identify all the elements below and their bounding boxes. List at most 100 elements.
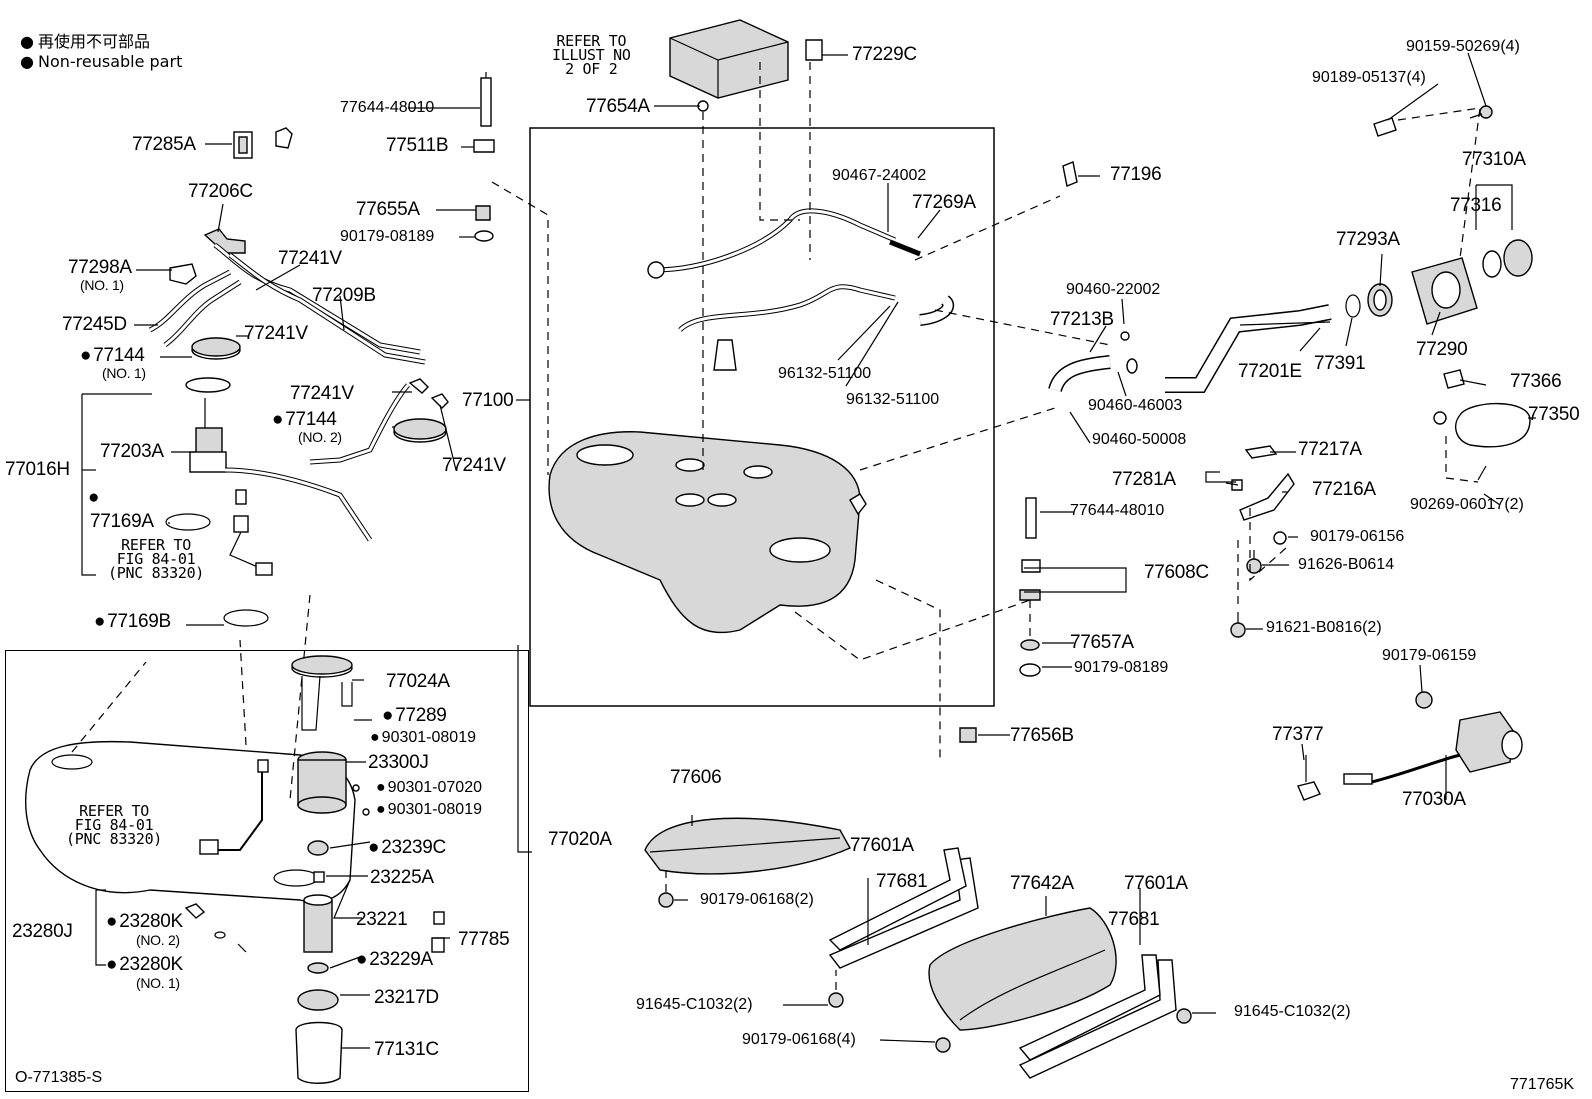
part-label[interactable]: 23239C	[368, 838, 446, 857]
part-label[interactable]: 90179-08189	[1074, 659, 1169, 676]
part-label[interactable]: 77290	[1416, 339, 1468, 360]
fuel-tank-77100-part	[548, 431, 861, 634]
part-label[interactable]: 77644-48010	[1070, 502, 1165, 519]
insulator-77642a-part	[928, 907, 1117, 1031]
part-label[interactable]: 77391	[1314, 353, 1366, 374]
ring-77016h-part	[185, 377, 231, 393]
legend-en: Non-reusable part	[20, 52, 182, 71]
part-label[interactable]: 96132-51100	[778, 365, 872, 382]
part-label[interactable]: 77601A	[850, 835, 914, 856]
part-label[interactable]: 77642A	[1010, 873, 1074, 894]
part-label[interactable]: 90179-06168(2)	[700, 891, 814, 908]
part-label[interactable]: 77196	[1110, 164, 1162, 185]
part-label[interactable]: 77285A	[132, 134, 196, 155]
part-sublabel: (NO. 1)	[80, 277, 124, 293]
part-label[interactable]: 77269A	[912, 192, 976, 213]
part-label[interactable]: 77201E	[1238, 361, 1302, 382]
part-label[interactable]: 23280J	[12, 921, 73, 942]
part-label[interactable]: 77644-48010	[340, 99, 435, 116]
part-label[interactable]: 77169A	[90, 511, 154, 532]
part-label[interactable]: 90301-08019	[376, 802, 482, 818]
part-label[interactable]: 90179-08189	[340, 228, 435, 245]
part-label[interactable]: 77203A	[100, 441, 164, 462]
part-label[interactable]: 77657A	[1070, 632, 1134, 653]
part-label[interactable]: 23221	[356, 909, 408, 930]
part-label[interactable]: 77206C	[188, 181, 253, 202]
part-label[interactable]: 77366	[1510, 371, 1562, 392]
part-label[interactable]: 77681	[876, 871, 928, 892]
part-label[interactable]: 77785	[458, 929, 510, 950]
canister-part	[669, 19, 789, 99]
part-label[interactable]: 91626-B0614	[1298, 556, 1395, 573]
fuel-pump-23221-part	[303, 899, 333, 953]
part-label[interactable]: 77606	[670, 767, 722, 788]
part-label[interactable]: 77281A	[1112, 469, 1176, 490]
part-label[interactable]: 90179-06168(4)	[742, 1031, 856, 1048]
part-label[interactable]: 91621-B0816(2)	[1266, 619, 1382, 636]
part-label[interactable]: 91645-C1032(2)	[636, 996, 753, 1013]
part-label[interactable]: 77131C	[374, 1039, 439, 1060]
part-label[interactable]: 91645-C1032(2)	[1234, 1003, 1351, 1020]
part-label[interactable]: 77144	[80, 346, 145, 365]
part-label[interactable]: 77169B	[94, 612, 171, 631]
part-label[interactable]: 77608C	[1144, 562, 1209, 583]
part-label[interactable]: 23280K	[106, 955, 183, 974]
part-label[interactable]: 77024A	[386, 671, 450, 692]
part-label[interactable]: 90179-06159	[1382, 647, 1477, 664]
part-label[interactable]: 77100	[462, 390, 514, 411]
part-label[interactable]: 90301-08019	[370, 730, 476, 746]
legend-jp: 再使用不可部品	[20, 28, 150, 52]
part-label[interactable]: 77298A	[68, 257, 132, 278]
part-label[interactable]: 77030A	[1402, 789, 1466, 810]
part-label[interactable]: 77216A	[1312, 479, 1376, 500]
part-label[interactable]: 77241V	[278, 248, 342, 269]
part-label[interactable]: 96132-51100	[846, 391, 940, 408]
part-label[interactable]: 23217D	[374, 987, 439, 1008]
part-label[interactable]: 77293A	[1336, 229, 1400, 250]
part-label[interactable]: 77681	[1108, 909, 1160, 930]
bracket-77206c-part	[203, 228, 246, 254]
part-label[interactable]: 77655A	[356, 199, 420, 220]
part-label[interactable]: 77654A	[586, 96, 650, 117]
part-label[interactable]: 77245D	[62, 314, 127, 335]
part-label[interactable]: 77217A	[1298, 439, 1362, 460]
pump-cover-77131c-part	[295, 1021, 343, 1084]
part-label[interactable]: 77511B	[386, 135, 449, 156]
protector-77606-part	[644, 817, 851, 875]
note-refer-fig-lower: REFER TO FIG 84-01 (PNC 83320)	[66, 802, 163, 848]
part-label[interactable]: 77209B	[312, 285, 376, 306]
part-label[interactable]: 23229A	[356, 950, 433, 969]
part-label[interactable]: 77241V	[442, 455, 506, 476]
part-label[interactable]: 77289	[382, 706, 447, 725]
part-label[interactable]: 90467-24002	[832, 167, 927, 184]
fuel-lid-77350-part	[1454, 402, 1531, 448]
note-refer-illust: REFER TO ILLUST NO 2 OF 2	[552, 32, 631, 78]
pump-cup-23217d-part	[297, 989, 339, 1011]
part-label[interactable]: 77656B	[1010, 725, 1074, 746]
part-label[interactable]: 90269-06017(2)	[1410, 496, 1524, 513]
part-label[interactable]: 77241V	[290, 383, 354, 404]
part-label[interactable]: 23300J	[368, 752, 429, 773]
part-label[interactable]: 77350	[1528, 404, 1580, 425]
part-label[interactable]: 90179-06156	[1310, 528, 1405, 545]
part-label[interactable]: 77020A	[548, 829, 612, 850]
part-label[interactable]: 90189-05137(4)	[1312, 69, 1426, 86]
part-label[interactable]: 77241V	[244, 323, 308, 344]
part-label[interactable]: 90460-46003	[1088, 397, 1183, 414]
part-label[interactable]: 77016H	[5, 459, 70, 480]
part-sublabel: (NO. 1)	[102, 365, 146, 381]
part-label[interactable]: 77144	[272, 410, 337, 429]
part-label[interactable]: 77316	[1450, 195, 1502, 216]
part-label[interactable]: 77601A	[1124, 873, 1188, 894]
part-label[interactable]: 23225A	[370, 867, 434, 888]
part-label[interactable]: 77310A	[1462, 149, 1526, 170]
clip-part	[275, 127, 293, 149]
part-label[interactable]: 90460-50008	[1092, 431, 1187, 448]
part-label[interactable]: 90159-50269(4)	[1406, 38, 1520, 55]
part-label[interactable]: 90301-07020	[376, 780, 482, 796]
part-label[interactable]: 77213B	[1050, 309, 1114, 330]
part-label[interactable]: 77229C	[852, 44, 917, 65]
part-label[interactable]: 23280K	[106, 912, 183, 931]
part-label[interactable]: 77377	[1272, 724, 1324, 745]
part-label[interactable]: 90460-22002	[1066, 281, 1161, 298]
